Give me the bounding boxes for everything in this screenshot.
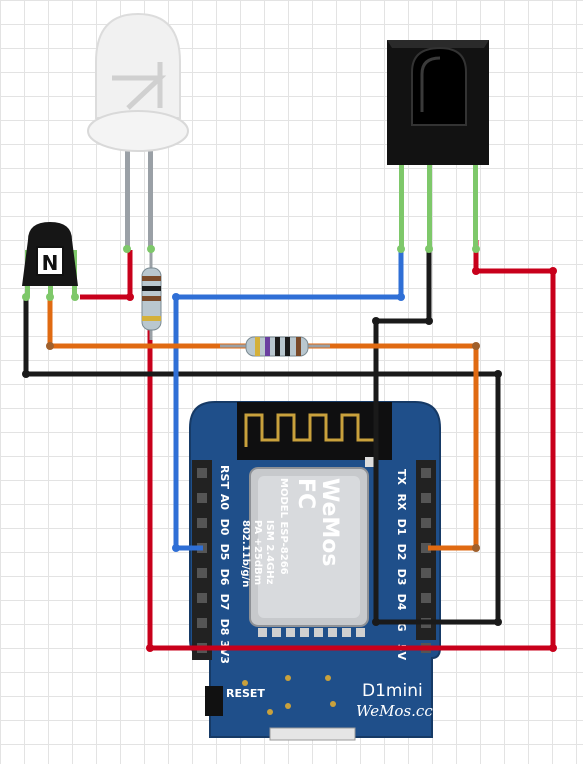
right-pin-d2 <box>421 543 431 553</box>
ir-led <box>87 12 189 253</box>
left-label-d6: D6 <box>218 569 231 586</box>
right-label-d3: D3 <box>395 569 408 586</box>
left-pin-d6 <box>197 568 207 578</box>
right-pin-d3 <box>421 568 431 578</box>
reset-label: RESET <box>226 687 265 700</box>
module-wifi-text: 802.11b/g/n <box>240 520 251 587</box>
left-pin-rst <box>197 468 207 478</box>
right-label-rx: RX <box>395 494 408 511</box>
smd-led <box>365 457 375 467</box>
npn-transistor: N <box>22 222 79 301</box>
band-gold <box>255 337 260 356</box>
wire-junctions-orange <box>46 342 480 552</box>
board-vias <box>242 675 336 715</box>
wire-junctions <box>22 317 502 626</box>
right-label-g: G <box>395 622 408 631</box>
wemos-module-logo: WeMos <box>317 478 342 567</box>
right-pin-rx <box>421 493 431 503</box>
left-label-a0: A0 <box>218 494 231 511</box>
band-black-2 <box>285 337 290 356</box>
wire-junctions-red <box>126 267 557 652</box>
wire-junctions-blue <box>172 293 405 552</box>
wire-base-orange-right <box>305 343 479 551</box>
band-brown <box>296 337 301 356</box>
left-label-d0: D0 <box>218 519 231 536</box>
left-pin-d7 <box>197 593 207 603</box>
left-label-d7: D7 <box>218 594 231 611</box>
left-label-3v3: 3V3 <box>218 640 231 664</box>
left-label-rst: RST <box>218 465 231 489</box>
usb-connector <box>269 727 356 741</box>
band-black <box>275 337 280 356</box>
left-pin-d0 <box>197 518 207 528</box>
right-label-d2: D2 <box>395 544 408 561</box>
right-pin-d4 <box>421 593 431 603</box>
right-label-d4: D4 <box>395 594 408 611</box>
module-pa-text: PA +25dBm <box>252 520 263 585</box>
right-label-d1: D1 <box>395 519 408 536</box>
antenna-area <box>237 402 392 460</box>
band-violet <box>265 337 270 356</box>
resistor-horizontal <box>220 336 330 357</box>
fcc-logo: FC <box>293 478 318 509</box>
reset-button[interactable] <box>205 686 223 716</box>
left-label-d8: D8 <box>218 619 231 636</box>
resistor-vertical <box>141 250 162 340</box>
module-ism-text: ISM 2.4GHz <box>264 520 275 585</box>
transistor-label: N <box>42 251 59 275</box>
wemos-d1-mini-board: FC MODEL ESP-8266 ISM 2.4GHz PA +25dBm 8… <box>189 401 441 741</box>
board-brand-footer: WeMos.cc <box>356 702 433 720</box>
ir-receiver <box>387 40 489 253</box>
right-label-tx: TX <box>395 469 408 486</box>
right-pin-tx <box>421 468 431 478</box>
left-pin-d8 <box>197 618 207 628</box>
right-pin-d1 <box>421 518 431 528</box>
board-model-name: D1mini <box>362 681 423 701</box>
left-header <box>192 460 212 660</box>
left-pin-a0 <box>197 493 207 503</box>
module-pads <box>258 628 365 637</box>
wire-transistor-led-red <box>80 250 133 300</box>
antenna-trace <box>244 413 376 447</box>
module-model-text: MODEL ESP-8266 <box>278 478 289 575</box>
left-label-d5: D5 <box>218 544 231 561</box>
